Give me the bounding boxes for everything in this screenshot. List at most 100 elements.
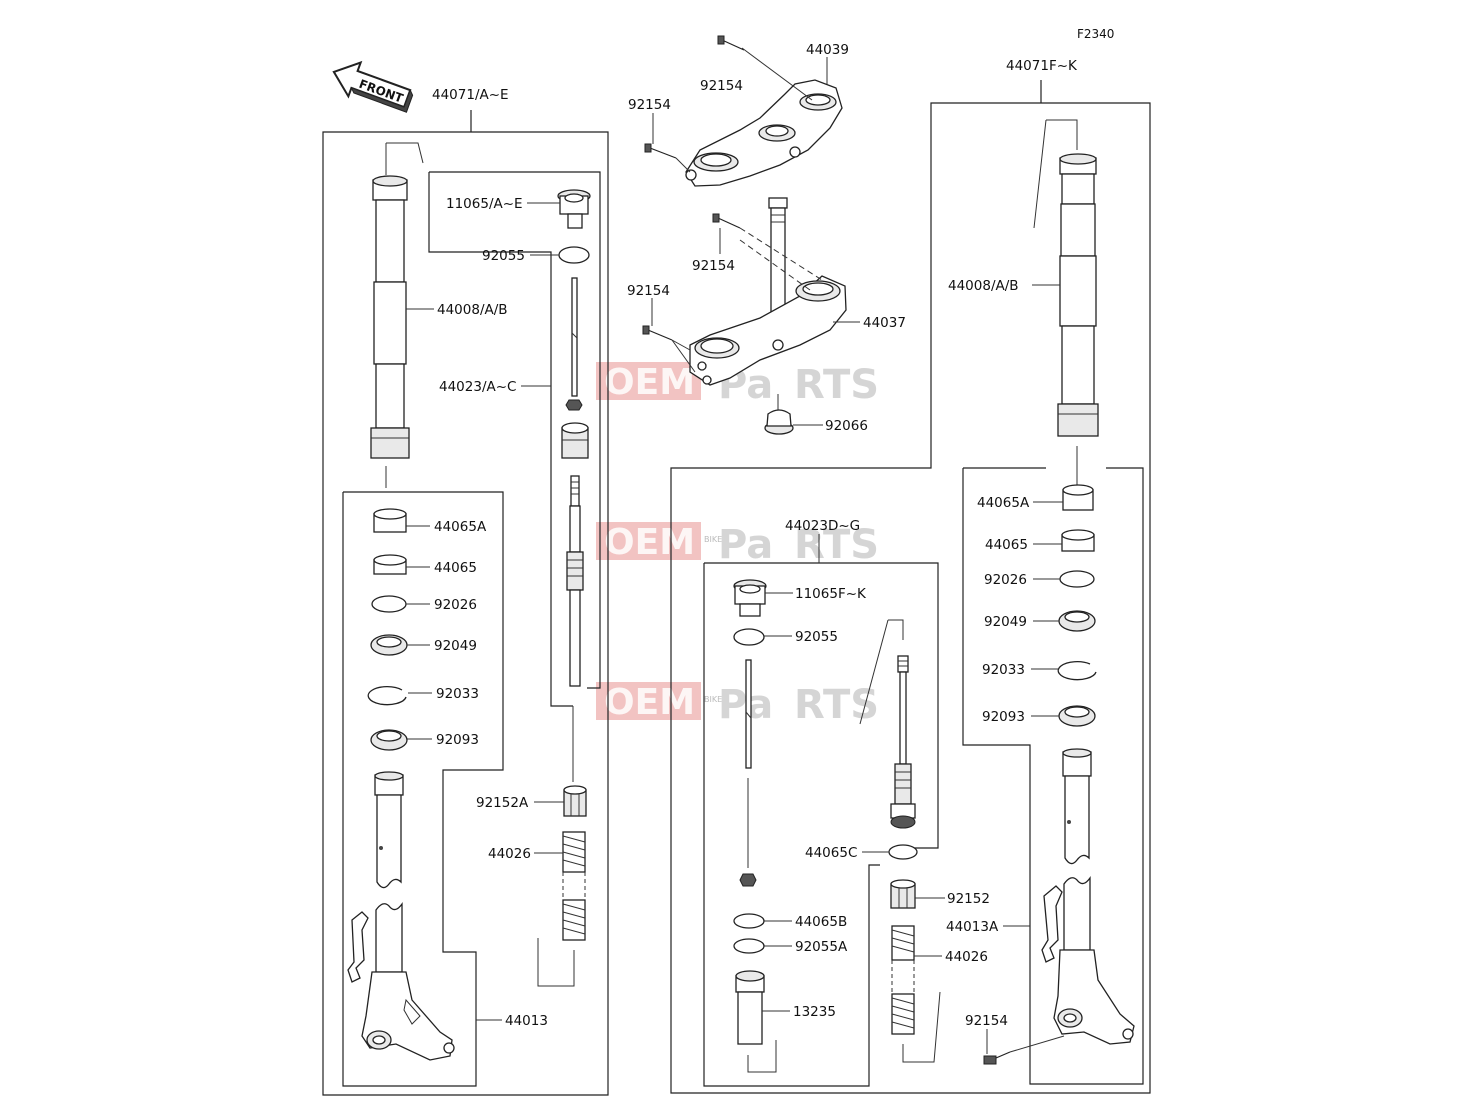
- label-44026-right: 44026: [945, 949, 988, 965]
- bush-44065b-right: [733, 913, 765, 929]
- label-44013: 44013: [505, 1013, 548, 1029]
- clip-92033-right: [1057, 661, 1097, 681]
- label-92026-right: 92026: [984, 572, 1027, 588]
- damper-nut-right: [739, 873, 757, 887]
- label-44065: 44065: [434, 560, 477, 576]
- cap-bolt-right: [733, 579, 767, 617]
- label-92055-right: 92055: [795, 629, 838, 645]
- outer-tube-right: [1057, 153, 1099, 437]
- svg-text:BIKE: BIKE: [704, 535, 722, 544]
- label-13235: 13235: [793, 1004, 836, 1020]
- label-92152: 92152: [947, 891, 990, 907]
- label-92093-right: 92093: [982, 709, 1025, 725]
- washer-92026-left: [371, 595, 407, 613]
- bolt-92154-lower-right: [983, 1035, 1065, 1065]
- label-11065: 11065/A~E: [446, 196, 523, 212]
- label-44026: 44026: [488, 846, 531, 862]
- label-92152a: 92152A: [476, 795, 529, 811]
- seal-92049-left: [370, 634, 408, 656]
- seal-92049-right: [1058, 610, 1096, 632]
- bolt-92154-stem-1: [712, 213, 741, 229]
- oring-92055-right: [733, 628, 765, 646]
- label-92154-right: 92154: [965, 1013, 1008, 1029]
- stem-cap-92066: [764, 409, 794, 435]
- bush-44065-left: [373, 554, 407, 575]
- label-44039: 44039: [806, 42, 849, 58]
- label-92154-d: 92154: [627, 283, 670, 299]
- damper-rod-left: [571, 277, 578, 397]
- dust-seal-92093-left: [370, 729, 408, 751]
- spacer-13235-right: [735, 970, 765, 1045]
- lower-leg-right: [1041, 875, 1135, 1045]
- label-44071fk: 44071F~K: [1006, 58, 1078, 74]
- label-44065b: 44065B: [795, 914, 847, 930]
- dust-seal-92093-right: [1058, 705, 1096, 727]
- upper-clamp-44039: [685, 79, 843, 187]
- label-92033-right: 92033: [982, 662, 1025, 678]
- label-92033: 92033: [436, 686, 479, 702]
- left-fork-assembly: 44071/A~E 11065/A~E 92055 44008/A/B 4402…: [322, 87, 609, 1096]
- cap-bolt-left: [557, 189, 591, 229]
- label-92049-right: 92049: [984, 614, 1027, 630]
- figure-code: F2340: [1077, 27, 1114, 41]
- oring-92055-left: [558, 246, 590, 264]
- label-44008-right: 44008/A/B: [948, 278, 1019, 294]
- nut-92152-right: [890, 879, 916, 909]
- bush-44065a-right: [1062, 484, 1094, 511]
- bolt-92154-stem-2: [642, 325, 673, 341]
- svg-text:RTS: RTS: [794, 522, 879, 568]
- svg-text:Pa: Pa: [718, 522, 773, 568]
- label-44065-right: 44065: [985, 537, 1028, 553]
- label-92066: 92066: [825, 418, 868, 434]
- watermark: OEM BIKE Pa RTS OEM BIKE Pa RTS OEM BIKE…: [596, 362, 879, 728]
- label-44023dg: 44023D~G: [785, 518, 860, 534]
- bush-44065a-left: [373, 508, 407, 533]
- spring-44026-right: [891, 925, 915, 1035]
- svg-text:BIKE: BIKE: [704, 695, 722, 704]
- lower-leg-left: [347, 901, 455, 1061]
- svg-text:RTS: RTS: [794, 362, 879, 408]
- inner-tube-upper-right: [1062, 748, 1092, 865]
- damper-collar-left: [561, 422, 589, 459]
- damper-rod-right: [745, 659, 752, 769]
- svg-text:RTS: RTS: [794, 682, 879, 728]
- right-fork-assembly: 44071F~K 44008/A/B 44065A 44065 92026 92…: [670, 58, 1151, 1094]
- damper-cartridge-right: [890, 655, 916, 829]
- triple-clamp-assembly: 44039 92154 92154 92154 92154 44037 9206…: [627, 35, 906, 435]
- label-92049: 92049: [434, 638, 477, 654]
- washer-92026-right: [1059, 570, 1095, 588]
- bolt-92154-upper-1: [717, 35, 745, 51]
- label-92154-b: 92154: [628, 97, 671, 113]
- label-92154-c: 92154: [692, 258, 735, 274]
- label-44023: 44023/A~C: [439, 379, 516, 395]
- bush-44065c-right: [888, 844, 918, 860]
- bolt-92154-upper-2: [644, 143, 677, 159]
- label-44065c: 44065C: [805, 845, 857, 861]
- label-92154-a: 92154: [700, 78, 743, 94]
- inner-tube-upper-left: [374, 771, 404, 889]
- outer-tube-left: [370, 175, 410, 459]
- spring-44026-left: [562, 831, 586, 941]
- label-44065a: 44065A: [434, 519, 487, 535]
- label-44008: 44008/A/B: [437, 302, 508, 318]
- label-11065fk: 11065F~K: [795, 586, 867, 602]
- label-92055: 92055: [482, 248, 525, 264]
- clip-92033-left: [367, 686, 407, 706]
- label-44065a-right: 44065A: [977, 495, 1030, 511]
- label-44037: 44037: [863, 315, 906, 331]
- label-44013a: 44013A: [946, 919, 999, 935]
- svg-text:OEM: OEM: [604, 522, 695, 563]
- label-92026: 92026: [434, 597, 477, 613]
- label-44071: 44071/A~E: [432, 87, 509, 103]
- svg-text:OEM: OEM: [604, 682, 695, 723]
- bush-44065-right: [1061, 529, 1095, 552]
- stem-44037: [689, 197, 847, 386]
- nut-92152a-left: [563, 785, 587, 817]
- svg-text:OEM: OEM: [604, 362, 695, 403]
- oring-92055a-right: [733, 938, 765, 954]
- front-arrow-icon: FRONT: [332, 60, 414, 113]
- label-92093: 92093: [436, 732, 479, 748]
- damper-cartridge-left: [566, 475, 584, 687]
- damper-nut-left: [565, 399, 583, 411]
